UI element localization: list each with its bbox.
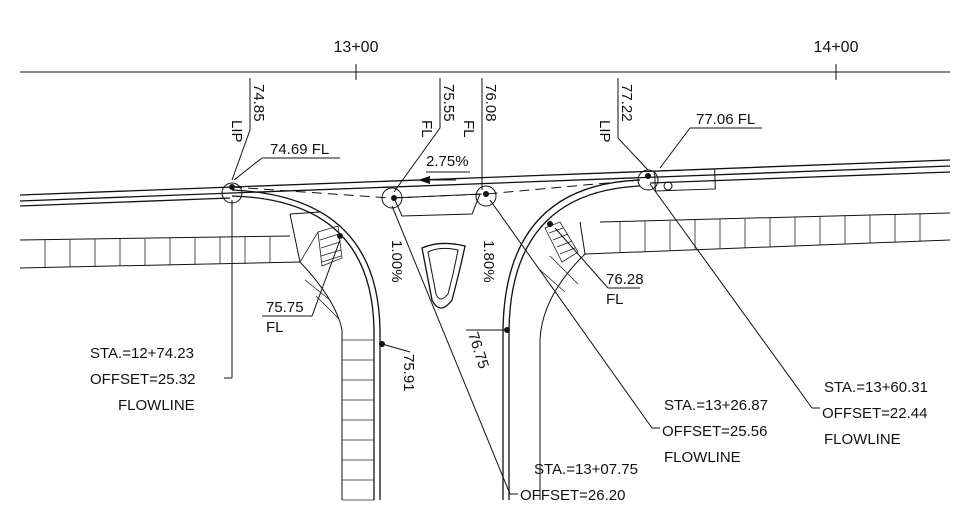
lip-left-value: 74.85 xyxy=(250,84,267,122)
callout-mid-offset: OFFSET=25.56 xyxy=(662,423,767,440)
callout-right-sta: STA.=13+60.31 xyxy=(824,379,928,396)
fl-left-ramp-value: 75.75 xyxy=(266,299,304,316)
station-label-1400: 14+00 xyxy=(814,39,859,56)
fl-mid2-label: FL xyxy=(460,120,477,138)
right-curb-return xyxy=(502,179,641,500)
right-sidewalk xyxy=(584,212,951,255)
callout-right-offset: OFFSET=22.44 xyxy=(822,405,927,422)
leader-lines xyxy=(224,78,820,495)
lip-right-value: 77.22 xyxy=(618,84,635,122)
slope-right-island: 1.80% xyxy=(480,240,497,283)
fl-mid1-value: 75.55 xyxy=(440,84,457,122)
left-sidewalk xyxy=(19,235,301,269)
cross-slope: 2.75% xyxy=(426,153,469,170)
callout-left-sta: STA.=12+74.23 xyxy=(90,345,194,362)
main-road-edges xyxy=(19,159,951,207)
fl-mid2-value: 76.08 xyxy=(482,84,499,122)
fl-left-top: 74.69 FL xyxy=(270,141,329,158)
callout-left-offset: OFFSET=25.32 xyxy=(90,371,195,388)
callout-center-offset: OFFSET=26.20 xyxy=(520,487,625,504)
center-inlet xyxy=(393,193,481,217)
fl-right-top: 77.06 FL xyxy=(696,111,755,128)
lip-left-label: LIP xyxy=(228,120,245,143)
station-label-1300: 13+00 xyxy=(334,39,379,56)
fl-right-ramp-label: FL xyxy=(606,291,624,308)
slope-left-island: 1.00% xyxy=(388,240,405,283)
callout-right-note: FLOWLINE xyxy=(824,431,901,448)
callout-center-sta: STA.=13+07.75 xyxy=(534,461,638,478)
slope-arrow-icon xyxy=(418,176,430,184)
curve-center-elev: 76.75 xyxy=(464,330,492,371)
fl-mid1-label: FL xyxy=(418,120,435,138)
right-inlet xyxy=(654,168,716,192)
splitter-island xyxy=(421,242,466,309)
fl-left-ramp-label: FL xyxy=(266,319,284,336)
curve-left-elev: 75.91 xyxy=(400,354,417,392)
control-points xyxy=(221,169,659,347)
callout-mid-sta: STA.=13+26.87 xyxy=(664,397,768,414)
callout-mid-note: FLOWLINE xyxy=(664,449,741,466)
dashed-flowline xyxy=(231,179,641,199)
callout-left-note: FLOWLINE xyxy=(118,397,195,414)
lip-right-label: LIP xyxy=(596,120,613,143)
fl-right-ramp-value: 76.28 xyxy=(606,271,644,288)
